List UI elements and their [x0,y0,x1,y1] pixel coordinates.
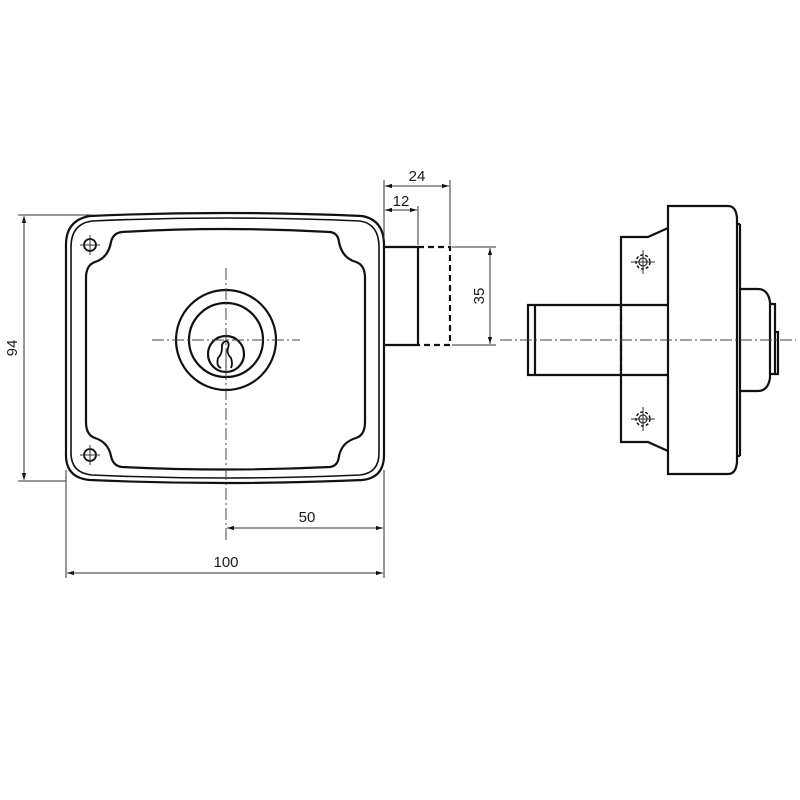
dimension-12: 12 [385,193,419,245]
screw-bottom-icon [631,407,655,431]
dimension-35-label: 35 [471,288,488,305]
bolt-extended-hidden-outline [418,245,452,347]
bolt [384,245,452,347]
side-view [500,204,796,476]
dimension-24-label: 24 [409,168,426,185]
screw-hole-bottom-left-icon [80,445,100,465]
dimension-50: 50 [227,509,383,531]
dimension-100-label: 100 [213,554,238,571]
case-outer-outline [64,211,386,485]
case-body-side [666,204,739,476]
screw-top-icon [631,250,655,274]
screw-hole-top-left-icon [80,235,100,255]
dimension-12-label: 12 [393,193,410,210]
front-view [64,211,452,540]
dimension-35: 35 [452,246,496,346]
dimension-94: 94 [4,214,92,482]
dimension-100: 100 [65,470,385,578]
dimension-24: 24 [383,168,451,245]
dimension-94-label: 94 [4,340,21,357]
case-inner-outline [70,217,380,479]
dimension-50-label: 50 [299,509,316,526]
cover-plate-outline [84,227,367,471]
